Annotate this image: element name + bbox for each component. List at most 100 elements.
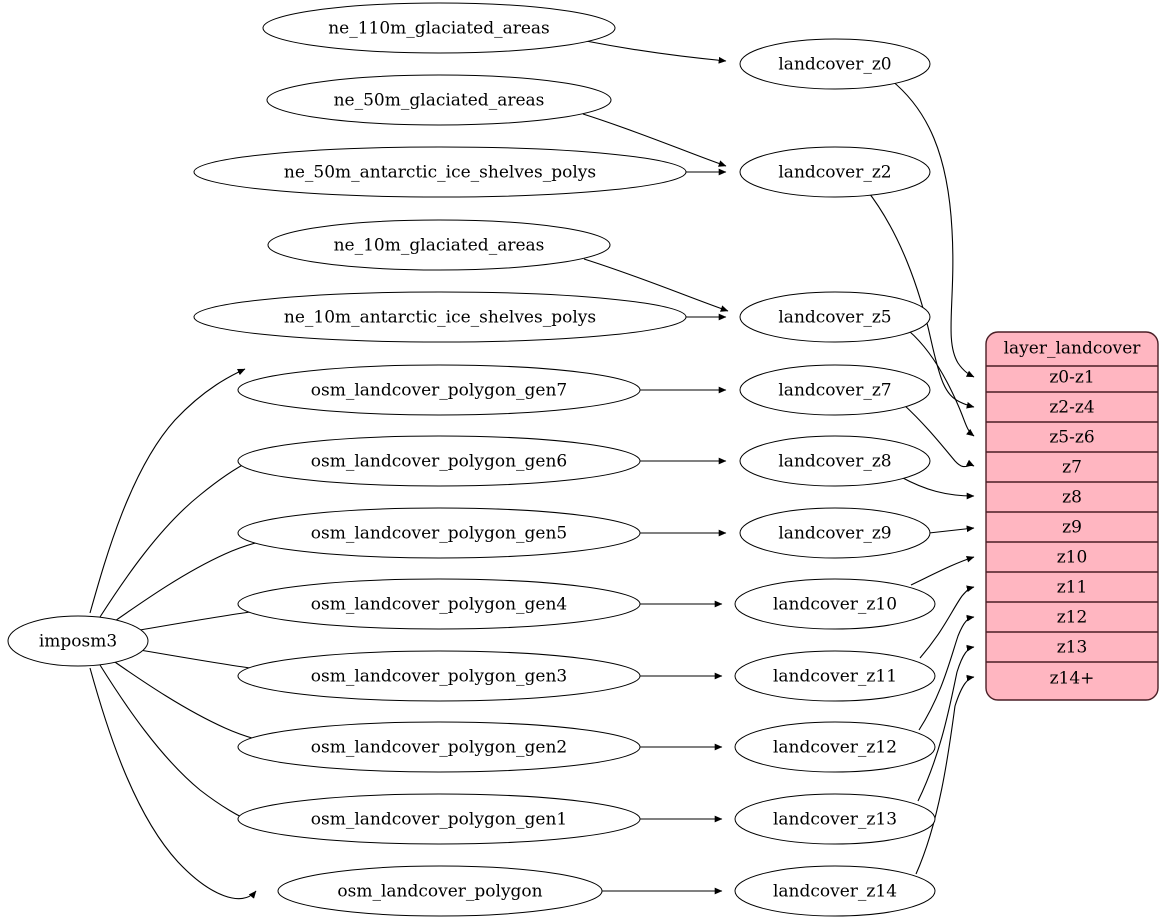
node-landcover-z7-shape[interactable] bbox=[739, 364, 931, 416]
node-landcover-z9[interactable]: landcover_z9 bbox=[739, 507, 931, 559]
node-ne-10m-antarctic-ice-shelves-polys[interactable]: ne_10m_antarctic_ice_shelves_polys bbox=[193, 291, 687, 343]
node-ne-10m-glaciated-areas-shape[interactable] bbox=[267, 219, 611, 271]
edge-z13-row-z13 bbox=[917, 644, 975, 802]
edge-imposm3-polygon bbox=[89, 667, 257, 900]
node-landcover-z9-shape[interactable] bbox=[739, 507, 931, 559]
node-landcover-z13[interactable]: landcover_z13 bbox=[734, 793, 936, 845]
table-row-z13-label: z13 bbox=[1057, 638, 1088, 658]
layer-landcover-table-body[interactable] bbox=[985, 331, 1159, 701]
table-row-z8-label: z8 bbox=[1062, 488, 1082, 508]
node-landcover-z5[interactable]: landcover_z5 bbox=[739, 291, 931, 343]
edge-z7-row-z7 bbox=[902, 403, 975, 468]
node-landcover-z14-shape[interactable] bbox=[734, 865, 936, 917]
table-row-z5-z6-label: z5-z6 bbox=[1049, 428, 1094, 448]
node-osm-landcover-polygon-gen3-label: osm_landcover_polygon_gen3 bbox=[311, 667, 567, 687]
node-landcover-z0[interactable]: landcover_z0 bbox=[739, 38, 931, 90]
table-row-z0-z1[interactable]: z0-z1 bbox=[986, 368, 1158, 393]
node-ne-50m-glaciated-areas-shape[interactable] bbox=[266, 74, 612, 126]
node-ne-110m-glaciated-areas[interactable]: ne_110m_glaciated_areas bbox=[262, 2, 616, 54]
node-ne-50m-glaciated-areas[interactable]: ne_50m_glaciated_areas bbox=[266, 74, 612, 126]
node-osm-landcover-polygon-shape[interactable] bbox=[277, 865, 603, 917]
node-osm-landcover-polygon-gen2[interactable]: osm_landcover_polygon_gen2 bbox=[237, 721, 641, 773]
node-ne-50m-antarctic-ice-shelves-polys-label: ne_50m_antarctic_ice_shelves_polys bbox=[284, 163, 596, 183]
edge-z5-row-z5z6 bbox=[908, 330, 975, 437]
table-row-z13[interactable]: z13 bbox=[986, 638, 1158, 663]
node-landcover-z14[interactable]: landcover_z14 bbox=[734, 865, 936, 917]
edge-z14-row-z14plus bbox=[915, 674, 975, 875]
node-landcover-z5-shape[interactable] bbox=[739, 291, 931, 343]
edge-group-landcover-to-table bbox=[865, 79, 975, 875]
node-ne-50m-antarctic-ice-shelves-polys[interactable]: ne_50m_antarctic_ice_shelves_polys bbox=[193, 146, 687, 198]
table-row-z14-plus[interactable]: z14+ bbox=[1050, 669, 1095, 689]
node-ne-110m-glaciated-areas-label: ne_110m_glaciated_areas bbox=[328, 19, 550, 39]
table-row-z7-label: z7 bbox=[1062, 458, 1082, 478]
node-osm-landcover-polygon-gen1[interactable]: osm_landcover_polygon_gen1 bbox=[237, 793, 641, 845]
node-ne-50m-antarctic-ice-shelves-polys-shape[interactable] bbox=[193, 146, 687, 198]
node-landcover-z7[interactable]: landcover_z7 bbox=[739, 364, 931, 416]
table-row-z12[interactable]: z12 bbox=[986, 608, 1158, 633]
node-osm-landcover-polygon[interactable]: osm_landcover_polygon bbox=[277, 865, 603, 917]
node-landcover-z12-shape[interactable] bbox=[734, 721, 936, 773]
table-row-z2-z4[interactable]: z2-z4 bbox=[986, 398, 1158, 423]
table-row-z9-label: z9 bbox=[1062, 518, 1082, 538]
edge-group-osm-to-landcover bbox=[601, 386, 727, 895]
node-osm-landcover-polygon-gen2-label: osm_landcover_polygon_gen2 bbox=[311, 738, 567, 758]
node-landcover-z12-label: landcover_z12 bbox=[773, 738, 897, 758]
node-landcover-z0-label: landcover_z0 bbox=[778, 55, 891, 75]
node-ne-110m-glaciated-areas-shape[interactable] bbox=[262, 2, 616, 54]
node-osm-landcover-polygon-gen3[interactable]: osm_landcover_polygon_gen3 bbox=[237, 650, 641, 702]
table-row-z8[interactable]: z8 bbox=[986, 488, 1158, 513]
node-landcover-z11-shape[interactable] bbox=[734, 650, 936, 702]
node-osm-landcover-polygon-gen3-shape[interactable] bbox=[237, 650, 641, 702]
table-row-z11-label: z11 bbox=[1057, 578, 1088, 598]
node-osm-landcover-polygon-gen6[interactable]: osm_landcover_polygon_gen6 bbox=[237, 435, 641, 487]
node-landcover-z10-shape[interactable] bbox=[734, 578, 936, 630]
table-row-z10-label: z10 bbox=[1057, 548, 1088, 568]
node-osm-landcover-polygon-gen4-shape[interactable] bbox=[237, 578, 641, 630]
node-osm-landcover-polygon-gen2-shape[interactable] bbox=[237, 721, 641, 773]
table-row-z10[interactable]: z10 bbox=[986, 548, 1158, 573]
node-landcover-z5-label: landcover_z5 bbox=[778, 308, 891, 328]
node-landcover-z10[interactable]: landcover_z10 bbox=[734, 578, 936, 630]
node-landcover-z13-shape[interactable] bbox=[734, 793, 936, 845]
edge-imposm3-gen6 bbox=[99, 460, 251, 618]
node-layer-landcover-table[interactable]: layer_landcover z0-z1 z2-z4 z5-z6 z7 z8 … bbox=[985, 331, 1159, 701]
edge-z11-row-z11 bbox=[919, 585, 975, 659]
table-row-z7[interactable]: z7 bbox=[986, 458, 1158, 483]
node-ne-10m-glaciated-areas[interactable]: ne_10m_glaciated_areas bbox=[267, 219, 611, 271]
edge-z8-row-z8 bbox=[900, 476, 975, 500]
node-landcover-z14-label: landcover_z14 bbox=[773, 882, 897, 902]
node-osm-landcover-polygon-gen1-label: osm_landcover_polygon_gen1 bbox=[311, 810, 567, 830]
node-landcover-z2-shape[interactable] bbox=[739, 146, 931, 198]
node-imposm3-shape[interactable] bbox=[7, 615, 149, 667]
edge-ne50mglac-z2 bbox=[582, 113, 727, 167]
table-row-z9[interactable]: z9 bbox=[986, 518, 1158, 543]
node-osm-landcover-polygon-label: osm_landcover_polygon bbox=[337, 882, 542, 902]
edge-group-imposm3-to-osm bbox=[89, 368, 279, 900]
node-osm-landcover-polygon-gen5-shape[interactable] bbox=[237, 507, 641, 559]
node-osm-landcover-polygon-gen6-label: osm_landcover_polygon_gen6 bbox=[311, 452, 567, 472]
node-landcover-z0-shape[interactable] bbox=[739, 38, 931, 90]
node-osm-landcover-polygon-gen6-shape[interactable] bbox=[237, 435, 641, 487]
node-osm-landcover-polygon-gen5[interactable]: osm_landcover_polygon_gen5 bbox=[237, 507, 641, 559]
node-landcover-z12[interactable]: landcover_z12 bbox=[734, 721, 936, 773]
node-osm-landcover-polygon-gen7[interactable]: osm_landcover_polygon_gen7 bbox=[237, 364, 641, 416]
node-osm-landcover-polygon-gen4-label: osm_landcover_polygon_gen4 bbox=[311, 595, 567, 615]
edge-z12-row-z12 bbox=[918, 614, 975, 731]
node-ne-10m-glaciated-areas-label: ne_10m_glaciated_areas bbox=[334, 236, 545, 256]
node-landcover-z2[interactable]: landcover_z2 bbox=[739, 146, 931, 198]
node-landcover-z8[interactable]: landcover_z8 bbox=[739, 435, 931, 487]
edge-imposm3-gen7 bbox=[89, 368, 246, 614]
node-osm-landcover-polygon-gen1-shape[interactable] bbox=[237, 793, 641, 845]
node-osm-landcover-polygon-gen7-shape[interactable] bbox=[237, 364, 641, 416]
node-osm-landcover-polygon-gen4[interactable]: osm_landcover_polygon_gen4 bbox=[237, 578, 641, 630]
node-ne-10m-antarctic-ice-shelves-polys-shape[interactable] bbox=[193, 291, 687, 343]
node-landcover-z8-shape[interactable] bbox=[739, 435, 931, 487]
edge-ne110m-z0 bbox=[585, 40, 727, 64]
table-row-z11[interactable]: z11 bbox=[986, 578, 1158, 603]
table-row-z5-z6[interactable]: z5-z6 bbox=[986, 428, 1158, 453]
node-landcover-z11[interactable]: landcover_z11 bbox=[734, 650, 936, 702]
node-imposm3[interactable]: imposm3 bbox=[7, 615, 149, 667]
edge-z9-row-z9 bbox=[928, 525, 975, 534]
